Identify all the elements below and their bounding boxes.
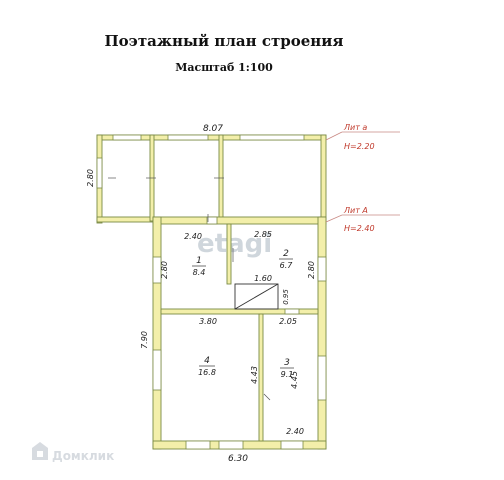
plan-scale: Масштаб 1:100 xyxy=(175,61,273,74)
window-room4-bottom-2 xyxy=(218,440,244,450)
room-3-number: 3 xyxy=(284,358,290,368)
liter-a-height: Н=2.40 xyxy=(344,224,375,233)
house-right-wall xyxy=(317,216,327,450)
dim-stair-width: 1.60 xyxy=(254,274,272,283)
liter-annotations: Лит а Н=2.20 Лит А Н=2.40 xyxy=(325,123,400,233)
dimension-labels: 8.07 2.80 2.40 2.85 2.80 2.80 1.60 0.95 … xyxy=(86,124,316,464)
brand-watermark: Домклик xyxy=(32,442,114,463)
liter-a-label: Лит А xyxy=(343,206,368,215)
dim-stair-depth: 0.95 xyxy=(282,289,290,305)
window-veranda-2 xyxy=(167,134,209,141)
liter-a1-label: Лит а xyxy=(343,123,367,132)
dim-left-total: 7.90 xyxy=(140,331,149,349)
dim-room1-height: 2.80 xyxy=(160,261,169,279)
stair xyxy=(234,283,279,310)
dim-top-width: 8.07 xyxy=(203,124,223,134)
room-2-area: 6.7 xyxy=(280,261,294,270)
brand-text: Домклик xyxy=(52,449,114,463)
brand-logo-icon xyxy=(32,442,48,460)
door-veranda-room1 xyxy=(206,216,218,225)
room-2-number: 2 xyxy=(283,249,289,259)
stair-diagonal xyxy=(234,283,279,310)
room-4-area: 16.8 xyxy=(198,368,216,377)
room-3: 3 9.1 xyxy=(280,358,294,379)
room-4: 4 16.8 xyxy=(198,356,216,377)
room-1-area: 8.4 xyxy=(193,268,206,277)
plan-title: Поэтажный план строения xyxy=(104,32,344,50)
dim-room1-width: 2.40 xyxy=(184,232,202,241)
window-room3-bottom xyxy=(280,440,304,450)
dim-room4-height: 4.43 xyxy=(250,366,259,384)
dim-room3-bottom: 2.40 xyxy=(286,427,304,436)
room-1: 1 8.4 xyxy=(192,256,206,277)
openings xyxy=(96,134,327,450)
room-4-number: 4 xyxy=(204,356,210,366)
liter-a1-height: Н=2.20 xyxy=(344,142,375,151)
window-room1 xyxy=(152,256,162,284)
dimension-ticks xyxy=(108,177,271,401)
room-1-number: 1 xyxy=(196,256,202,266)
dim-room2-height: 2.80 xyxy=(307,261,316,279)
window-room2 xyxy=(317,256,327,282)
door-room3 xyxy=(284,308,300,315)
veranda-bottom-wall-left xyxy=(96,216,156,223)
dim-veranda-height: 2.80 xyxy=(86,169,95,187)
window-veranda-left xyxy=(96,157,103,189)
watermark-center: etagi xyxy=(197,229,272,259)
window-room4-left xyxy=(152,349,162,391)
dim-room2-width: 2.85 xyxy=(254,230,272,239)
window-room4-bottom-1 xyxy=(185,440,211,450)
dim-room3-width: 2.05 xyxy=(279,317,297,326)
window-room3-right xyxy=(317,355,327,401)
dim-room4-width: 3.80 xyxy=(199,317,217,326)
veranda-right-wall xyxy=(320,134,327,220)
stair-box xyxy=(234,283,279,310)
room-3-area: 9.1 xyxy=(281,370,294,379)
room-2: 2 6.7 xyxy=(279,249,293,270)
house-left-wall xyxy=(152,216,162,450)
wall-room1-room2 xyxy=(226,223,232,285)
window-veranda-1 xyxy=(112,134,142,141)
room-labels: 1 8.4 2 6.7 3 9.1 4 16.8 xyxy=(192,249,294,379)
house-top-wall xyxy=(152,216,327,225)
walls xyxy=(96,134,327,450)
wall-room4-room3 xyxy=(258,313,264,442)
window-veranda-3 xyxy=(239,134,305,141)
dim-room3-height: 4.45 xyxy=(290,371,299,389)
dim-bottom-width: 6.30 xyxy=(228,454,248,464)
